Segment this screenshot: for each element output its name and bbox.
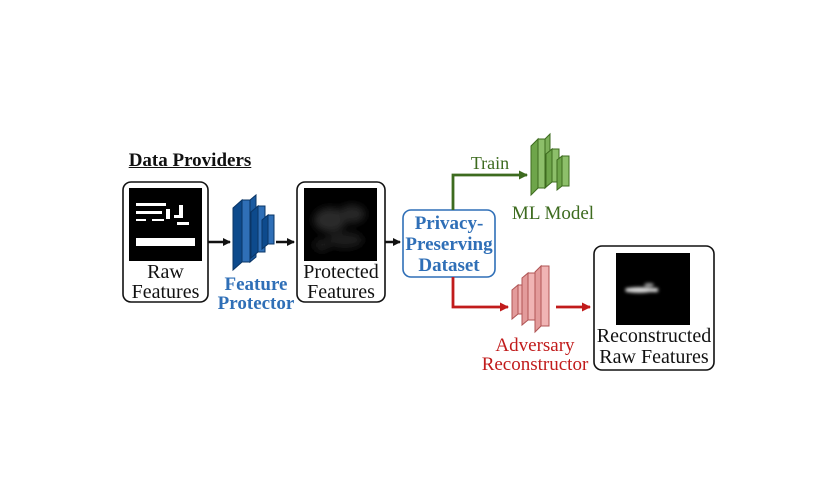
- dataset-label-line3: Dataset: [418, 255, 480, 276]
- train-arrow: [451, 170, 528, 210]
- dataset-label-line1: Privacy-: [414, 213, 484, 234]
- raw-image-pattern: [136, 203, 195, 246]
- protected-features-label-line1: Protected: [303, 261, 379, 283]
- data-providers-title: Data Providers: [128, 150, 252, 171]
- feature-protector-label-line1: Feature: [224, 274, 288, 295]
- adversary-label-line2: Reconstructor: [481, 354, 589, 375]
- ml-model-label: ML Model: [511, 203, 595, 224]
- feature-protector-block: [232, 193, 275, 272]
- adversary-reconstructor-block: [511, 264, 550, 334]
- feature-protector-label-line2: Protector: [217, 293, 295, 314]
- ml-model-block: [530, 132, 570, 197]
- train-label: Train: [470, 153, 510, 173]
- raw-features-label-line1: Raw: [147, 261, 184, 283]
- reconstructed-label-line2: Raw Features: [599, 346, 709, 368]
- adversary-label-line1: Adversary: [495, 335, 575, 356]
- reconstructed-features-box: [593, 245, 715, 371]
- dataset-box: [402, 209, 496, 278]
- dataset-label-line2: Preserving: [405, 234, 493, 255]
- raw-features-label-line2: Features: [131, 281, 200, 303]
- protected-features-box: [296, 181, 386, 303]
- raw-features-box: [122, 181, 209, 303]
- protected-features-label-line2: Features: [307, 281, 375, 303]
- adversary-arrow: [451, 277, 509, 312]
- reconstructed-label-line1: Reconstructed: [596, 325, 712, 347]
